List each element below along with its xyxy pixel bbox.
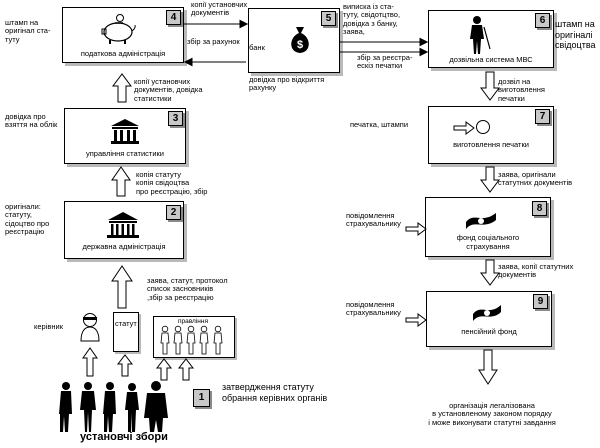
down-arrow-seal-to-social: [480, 166, 500, 193]
down-arrow-social-to-pension: [480, 259, 500, 286]
statistics-office-label: управління статистики: [85, 149, 164, 158]
pension-fund-label: пенсійний фонд: [461, 327, 517, 336]
step-number-1: 1: [193, 389, 210, 407]
right-arrow-seal-stamps: [453, 121, 475, 135]
down-arrow-pension-to-legal: [478, 349, 498, 385]
founders-group: установчі збори: [52, 380, 180, 444]
right-arrow-notice-2: [405, 313, 427, 327]
permit-seal-note: дозвіл на виготовлення печатки: [498, 77, 545, 103]
approval-note: затвердження статуту обрання керівних ор…: [222, 382, 328, 403]
step-number-7: 7: [535, 109, 550, 124]
courthouse-icon: [107, 212, 139, 238]
step-number-4: 4: [166, 10, 181, 25]
step-number-3: 3: [168, 111, 183, 126]
head-person-icon: [80, 313, 100, 342]
state-administration-box: 2 державна адміністрація: [64, 201, 184, 259]
state-administration-label: державна адміністрація: [82, 242, 166, 251]
mvs-permit-box: 6 дозвільна система МВС: [428, 10, 554, 68]
stamp-original-cert-note: штамп на оригіналі свідоцтва: [555, 19, 596, 50]
notice-insurer-2-note: повідомлення страхувальнику: [346, 300, 401, 318]
social-insurance-fund-box: 8 фонд соціального страхування: [425, 197, 551, 257]
board-label: правління: [178, 318, 208, 325]
step-number-9: 9: [533, 294, 548, 309]
fee-account-note: збір за рахунок: [187, 37, 240, 46]
mvs-permit-label: дозвільна система МВС: [449, 55, 533, 64]
step-number-5: 5: [321, 11, 336, 26]
step-number-2: 2: [166, 205, 181, 220]
founders-people-icon: [59, 381, 168, 432]
up-arrow-state-to-stat: [111, 166, 131, 197]
bank-label: банк: [249, 43, 265, 52]
copies-docs-stats-note: копії установчих документів, довідка ста…: [134, 77, 203, 103]
statute-label: статут: [115, 319, 137, 328]
tax-administration-label: податкова адміністрація: [80, 49, 166, 58]
police-officer-icon: [470, 16, 491, 54]
stamp-original-statute-note: штамп на оригінал ста- туту: [5, 18, 51, 44]
seal-icon: [476, 120, 490, 134]
notice-insurer-1-note: повідомлення страхувальнику: [346, 211, 401, 229]
copies-docs-top-note: копії установчих документів: [191, 0, 248, 18]
seal-production-label: виготовлення печатки: [453, 140, 529, 149]
piggy-bank-icon: [101, 14, 136, 44]
registration-certificate-note: довідка про взяття на облік: [5, 112, 58, 130]
fee-registration-note: збір за реєстра- ескіз печатки: [357, 53, 413, 71]
bank-box: 5 $ банк: [248, 8, 340, 73]
government-building-icon: [111, 119, 139, 144]
bank-certificate-note: довідка про відкриття рахунку: [249, 75, 325, 93]
legalized-note: організація легалізована в установленому…: [428, 401, 556, 427]
up-arrow-head: [82, 347, 98, 377]
up-arrow-board-1: [155, 358, 173, 381]
board-box: правління: [153, 316, 235, 358]
application-statute-note: заява, статут, протокол список засновник…: [147, 276, 228, 302]
up-arrow-stat-to-tax: [112, 73, 132, 103]
banknote-icon: [473, 305, 501, 321]
statistics-office-box: 3 управління статистики: [64, 108, 186, 164]
up-arrow-board-2: [177, 358, 195, 381]
seal-production-box: 7 виготовлення печатки: [428, 106, 554, 164]
step-number-6: 6: [535, 13, 550, 28]
pension-fund-box: 9 пенсійний фонд: [426, 291, 552, 347]
up-arrow-founders-to-state: [111, 265, 133, 309]
founders-label: установчі збори: [80, 431, 168, 443]
right-arrow-notice-1: [405, 222, 427, 236]
step-number-8: 8: [532, 201, 547, 216]
application-copies-note: заява, копії статутних документів: [498, 262, 574, 280]
statute-copy-note: копія статуту копія свідоцтва про реєстр…: [136, 170, 208, 196]
application-originals-note: заява, оригінали статутних документів: [498, 170, 573, 188]
head-label: керівник: [34, 322, 63, 331]
banknote-icon: [466, 213, 496, 229]
down-arrow-mvs-to-seal: [480, 71, 500, 101]
tax-administration-box: 4 податкова адміністрація: [62, 7, 184, 63]
svg-text:$: $: [297, 39, 303, 51]
seal-stamps-note: печатка, штампи: [350, 120, 409, 129]
originals-state-note: оригінали: статуту, сідоцтво про реєстра…: [5, 202, 50, 237]
money-bag-icon: $: [291, 27, 309, 53]
up-arrow-statute: [116, 354, 134, 377]
board-members-icon: [160, 325, 223, 355]
social-insurance-fund-label: фонд соціального страхування: [456, 233, 520, 251]
statute-document-icon: [113, 312, 139, 352]
extract-statute-note: виписка із ста- туту, свідотцтво, довідк…: [343, 2, 401, 37]
